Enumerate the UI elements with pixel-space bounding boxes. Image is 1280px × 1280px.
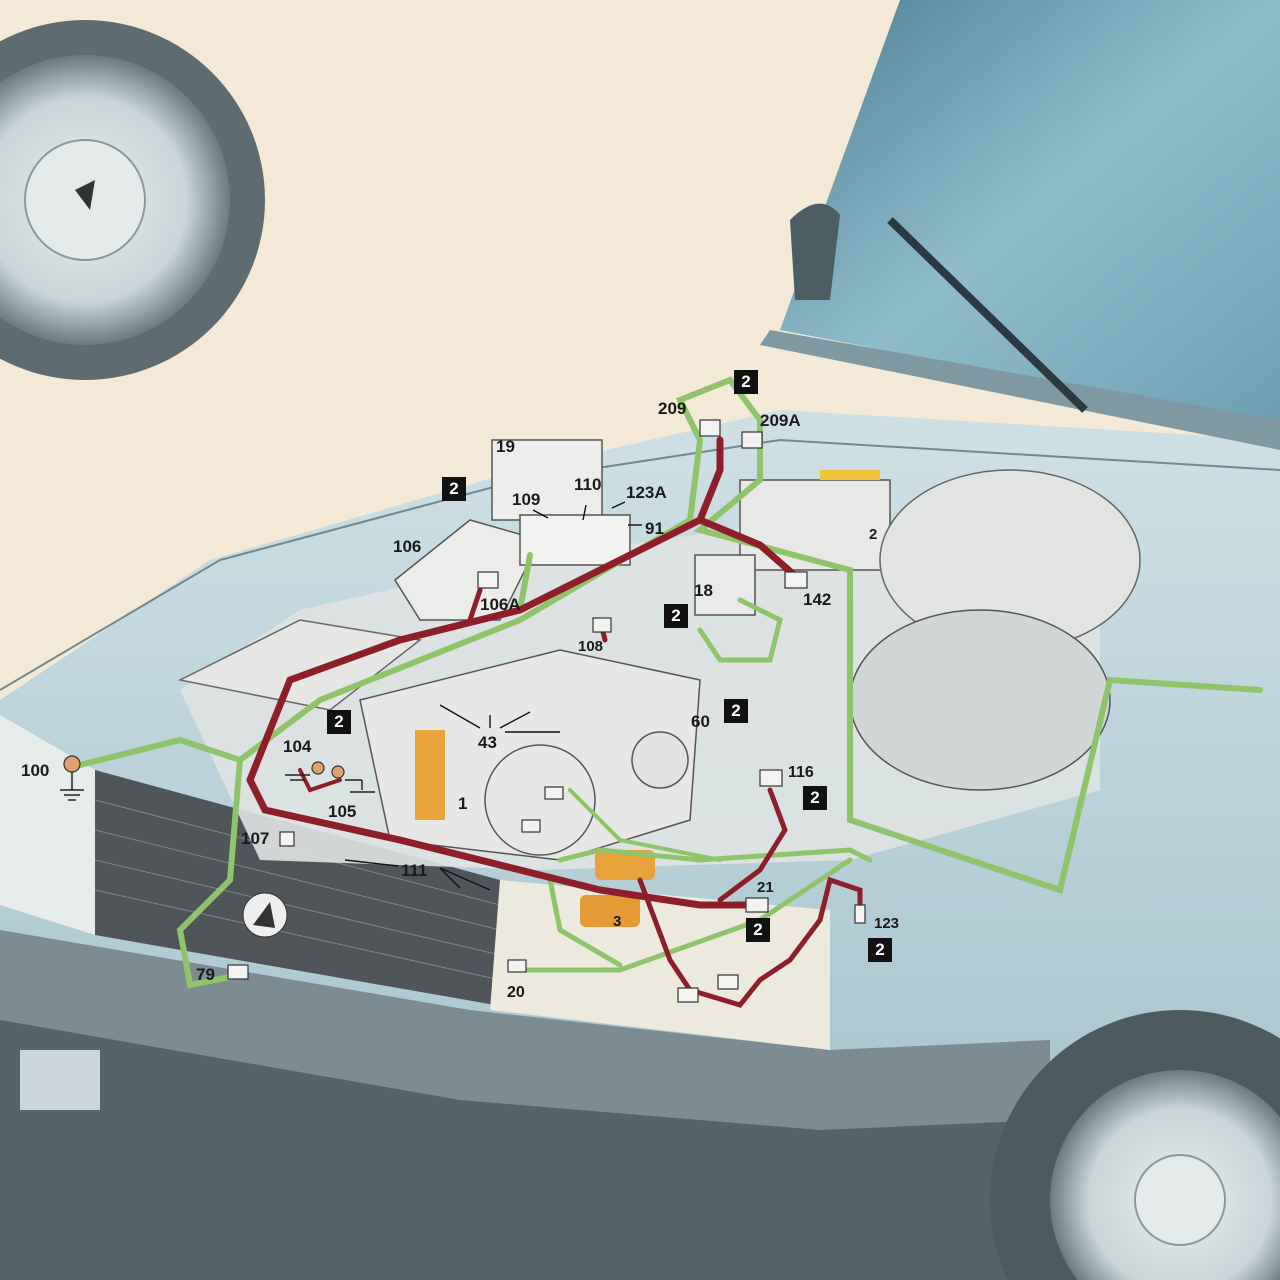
- label-123a: 123A: [626, 483, 667, 502]
- label-20: 20: [507, 984, 525, 1001]
- badge-2: 2: [664, 604, 688, 628]
- badge-2: 2: [868, 938, 892, 962]
- label-100: 100: [21, 761, 50, 780]
- label-116: 116: [788, 764, 814, 781]
- badge-2: 2: [442, 477, 466, 501]
- label-19: 19: [496, 437, 515, 456]
- badge-2: 2: [724, 699, 748, 723]
- label-209a: 209A: [760, 411, 801, 430]
- badge-2: 2: [327, 710, 351, 734]
- label-2-battery: 2: [869, 526, 878, 543]
- label-110: 110: [574, 475, 602, 494]
- ground-symbols: [60, 772, 375, 801]
- label-1: 1: [458, 794, 468, 813]
- badge-2: 2: [746, 918, 770, 942]
- label-60: 60: [691, 712, 710, 731]
- leader-lines: [344, 501, 642, 891]
- label-107: 107: [241, 829, 270, 848]
- engine-bay: [177, 439, 1141, 927]
- wiring-harness: [77, 376, 1263, 1008]
- label-3: 3: [613, 913, 622, 930]
- connectors: [63, 419, 866, 1003]
- label-18: 18: [694, 581, 713, 600]
- label-105: 105: [328, 802, 357, 821]
- label-209: 209: [658, 399, 687, 418]
- label-106: 106: [393, 537, 422, 556]
- label-104: 104: [283, 737, 312, 756]
- label-108: 108: [578, 638, 604, 655]
- label-21: 21: [757, 879, 774, 896]
- label-142: 142: [803, 590, 832, 609]
- label-123: 123: [874, 915, 900, 932]
- label-79: 79: [196, 965, 215, 984]
- label-43: 43: [478, 733, 497, 752]
- label-91: 91: [645, 519, 664, 538]
- badge-2: 2: [734, 370, 758, 394]
- label-111: 111: [401, 861, 428, 880]
- spare-wheel: [0, 20, 265, 380]
- badge-2: 2: [803, 786, 827, 810]
- label-109: 109: [512, 490, 541, 509]
- label-106a: 106A: [480, 595, 521, 614]
